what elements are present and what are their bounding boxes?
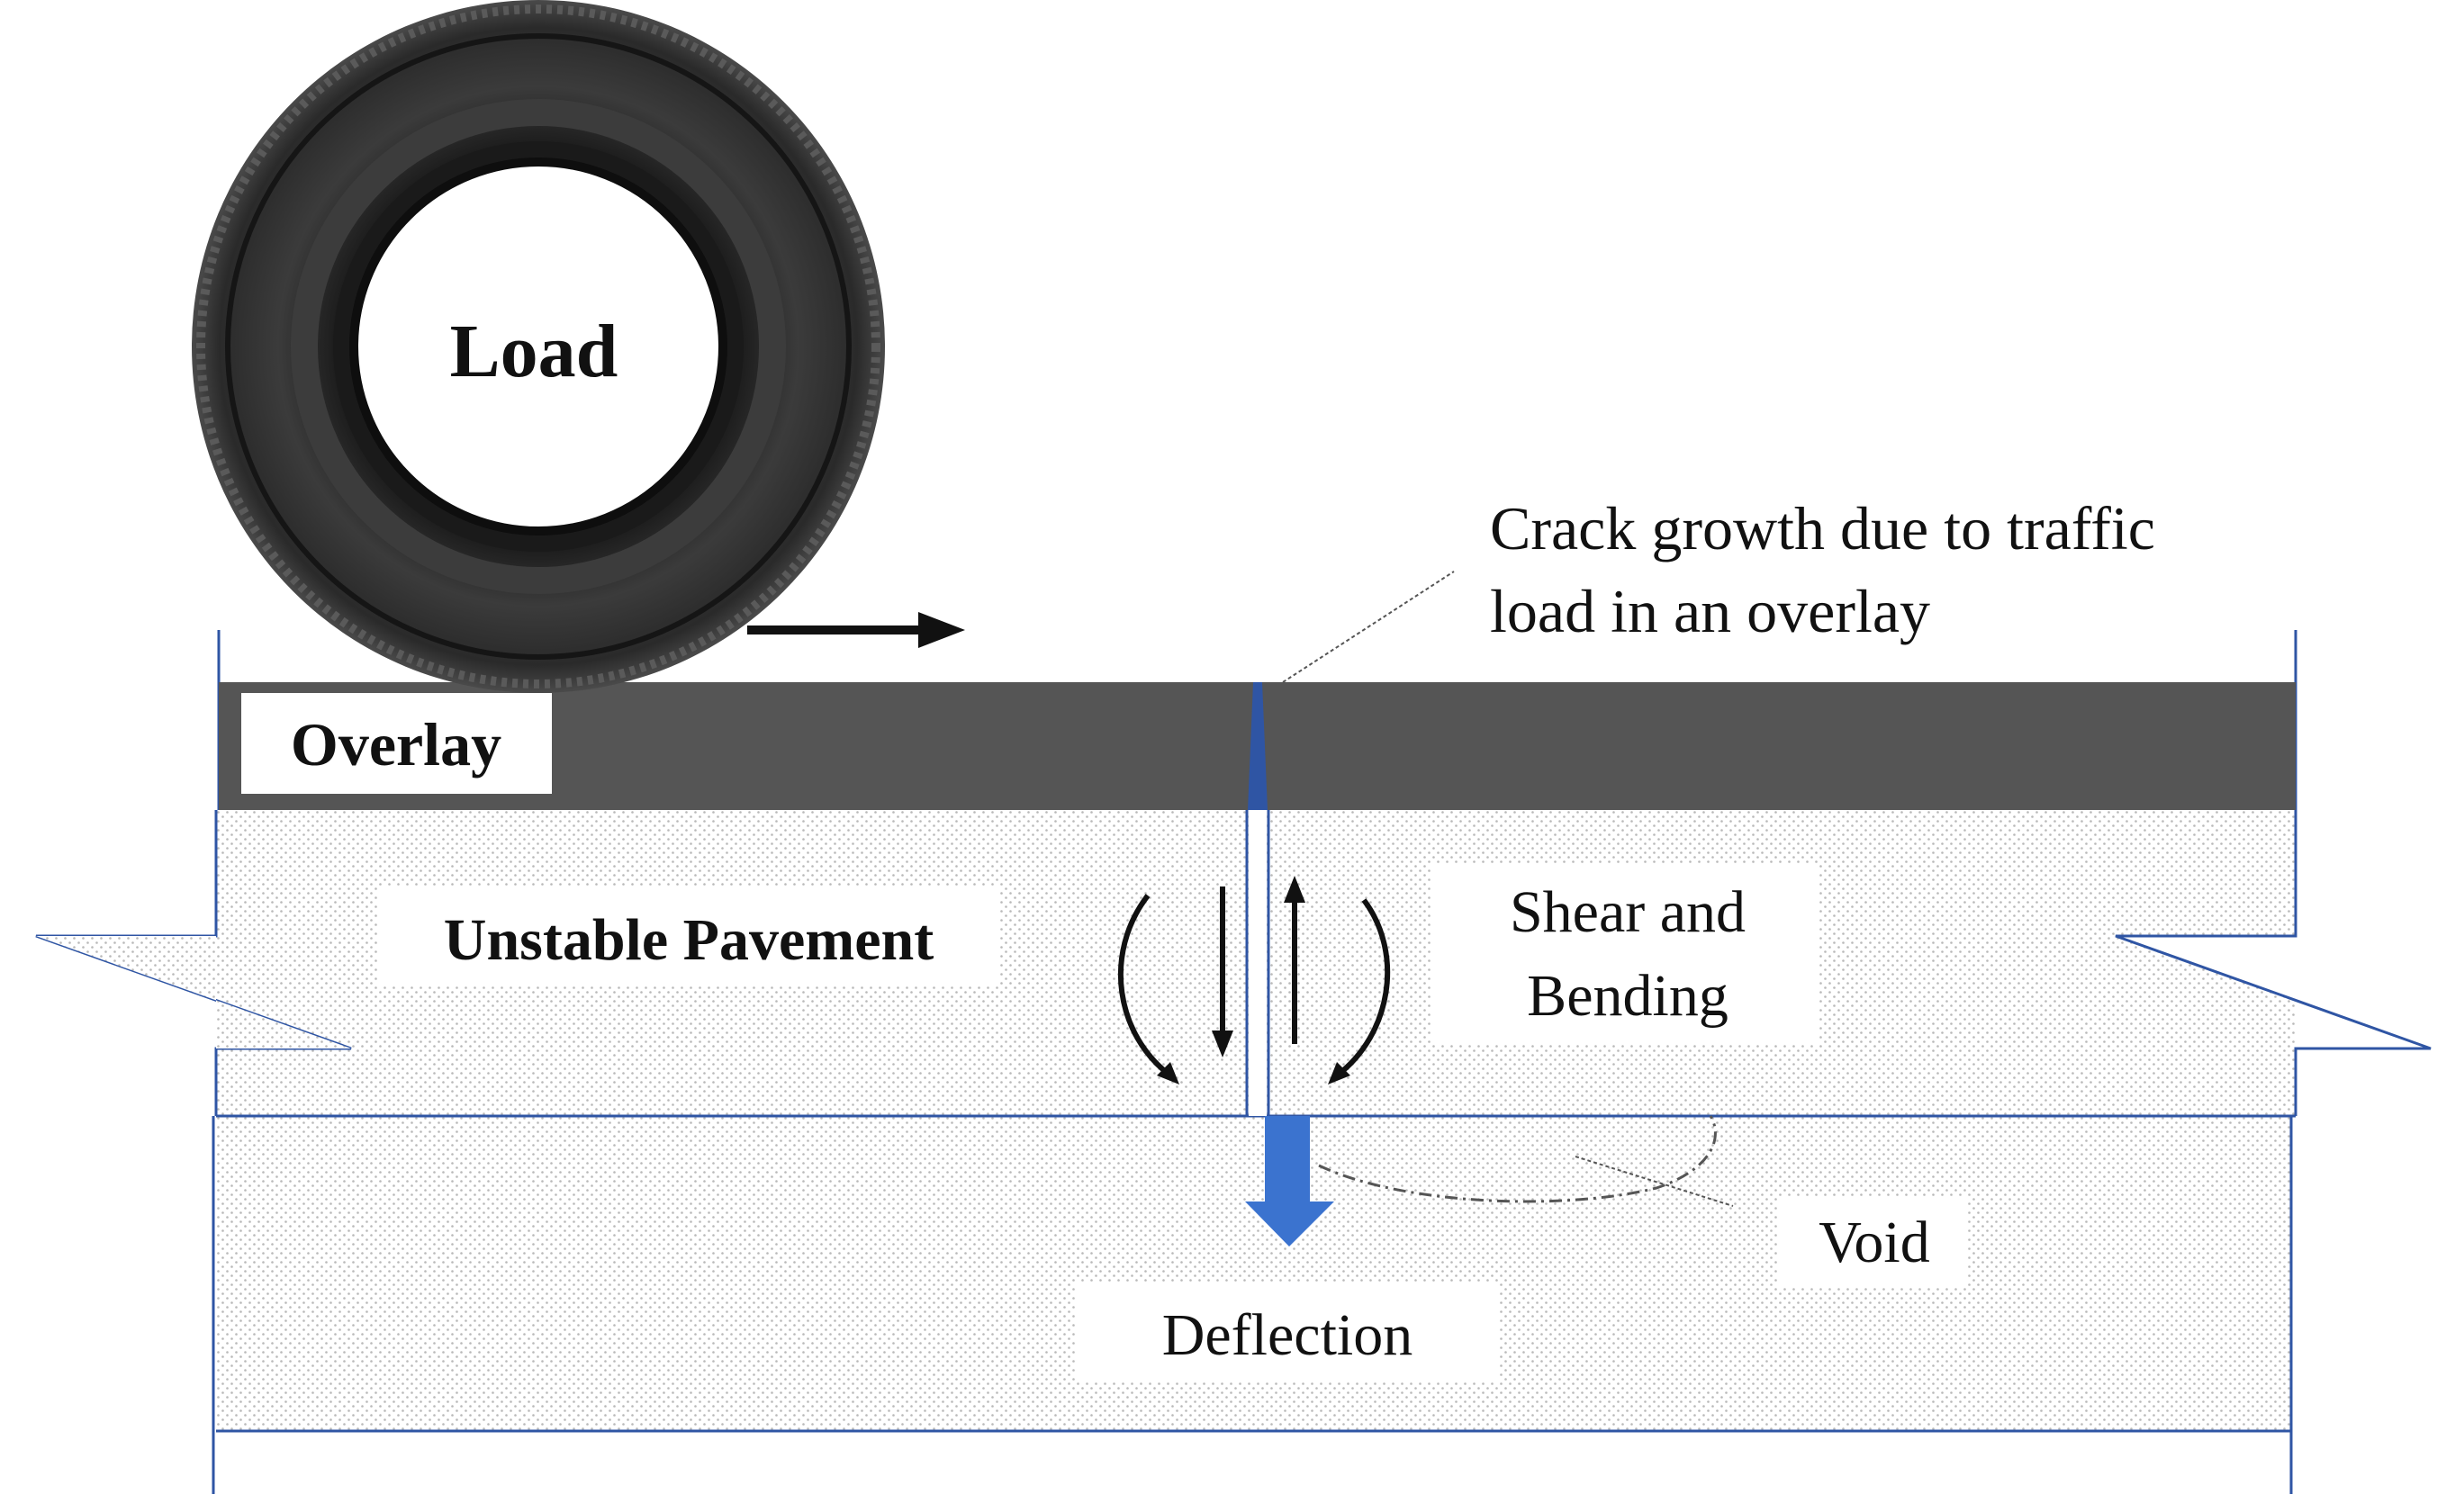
deflection-label: Deflection (1162, 1302, 1413, 1368)
shear-label-line2: Bending (1527, 963, 1728, 1029)
pavement-crack-gap (1249, 810, 1267, 1116)
subgrade-layer (216, 1116, 2291, 1431)
crack-growth-label-line1: Crack growth due to traffic (1490, 494, 2155, 562)
overlay-label-box (241, 693, 552, 794)
void-outline (1318, 1115, 1717, 1203)
load-label: Load (450, 310, 618, 393)
left-break-mask (36, 936, 351, 1048)
shear-label-line1: Shear and (1510, 879, 1746, 945)
void-label: Void (1819, 1210, 1930, 1275)
deflection-label-box (1076, 1282, 1499, 1382)
unstable-pavement-label: Unstable Pavement (444, 907, 934, 973)
void-leader-line (1575, 1156, 1734, 1207)
unstable-pavement-label-box (378, 886, 999, 986)
arrow-right-icon (747, 612, 965, 648)
overlay-crack (1248, 682, 1268, 810)
tire-icon (192, 0, 885, 693)
shear-label-box (1431, 864, 1819, 1044)
void-label-box (1778, 1197, 1967, 1287)
crack-leader-line (1282, 571, 1455, 683)
right-break-outline (2115, 810, 2432, 1116)
shear-bending-arrows-icon (1118, 876, 1391, 1084)
crack-growth-label-line2: load in an overlay (1490, 577, 1930, 645)
overlay-label: Overlay (291, 710, 501, 778)
arrow-down-icon (1245, 1116, 1334, 1246)
